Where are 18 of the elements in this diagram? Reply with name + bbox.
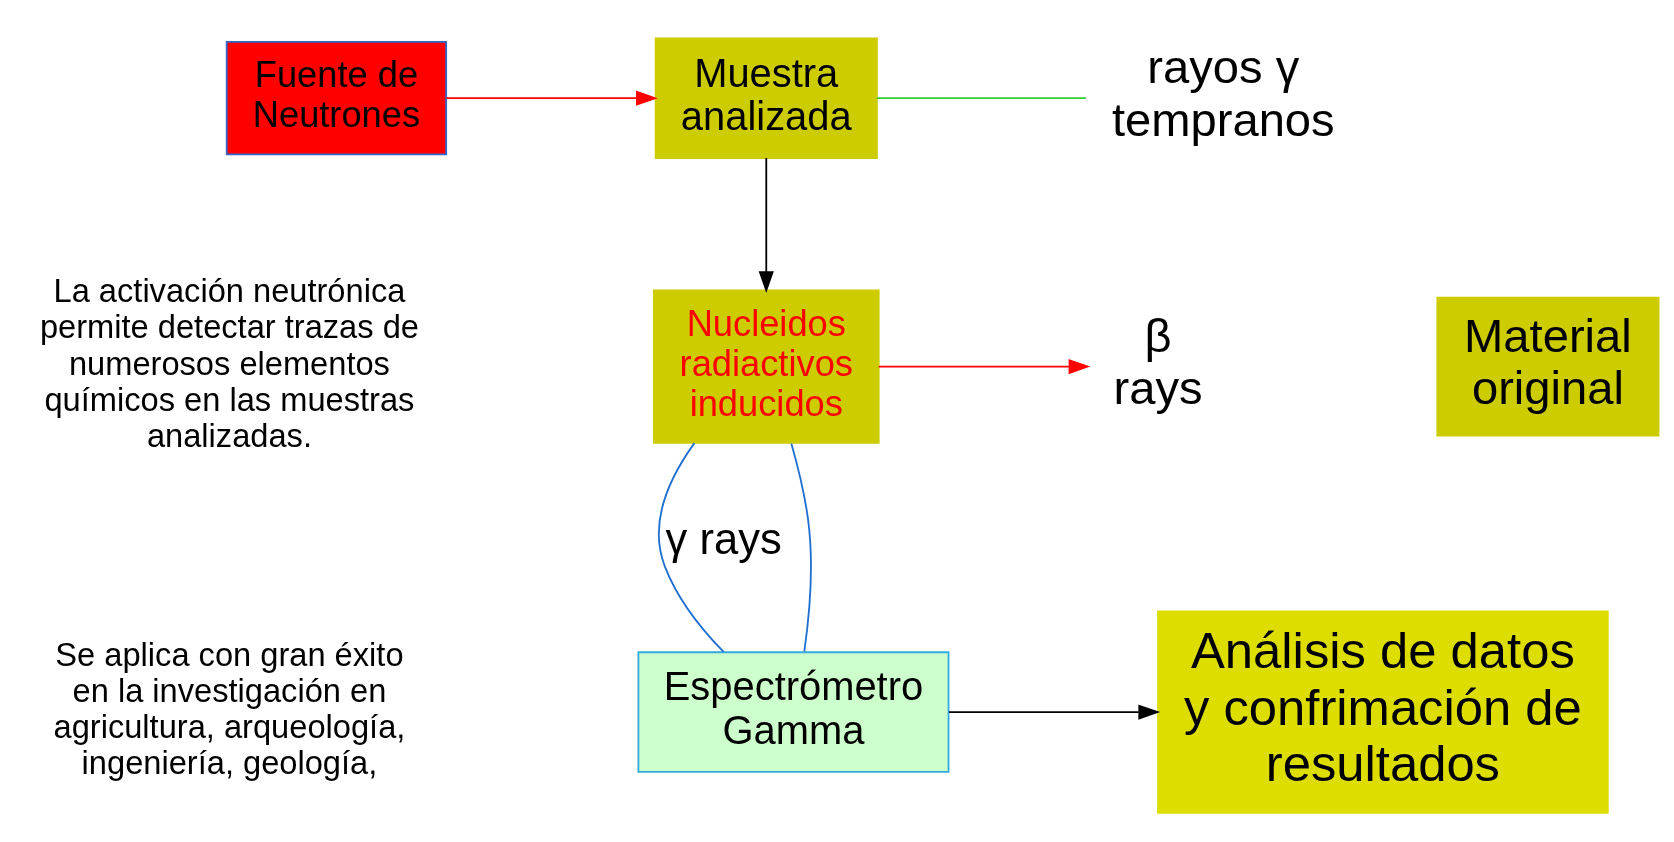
connector (658, 442, 725, 653)
node-box: Muestra analizada (654, 37, 878, 159)
label: Se aplica con gran éxito en la investigación en agricultura, arqueología, ingeniería, geología, (53, 635, 406, 782)
edge-label: γ rays (665, 514, 782, 563)
connector (790, 442, 812, 653)
arrow (877, 358, 1091, 375)
node-text: rayos γ tempranos (1111, 40, 1335, 146)
node-box: Espectrómetro Gamma (637, 651, 950, 773)
node-text: β rays (1113, 308, 1203, 415)
arrow (758, 157, 774, 293)
node-box: Nucleidos radiactivos inducidos (652, 289, 880, 444)
label: La activación neutrónica permite detectar trazas de numerosos elementos químicos en las muestras analizadas. (39, 272, 419, 455)
arrow (947, 704, 1161, 720)
node-box: Material original (1436, 296, 1660, 437)
node-box: Análisis de datos y confrimación de resultados (1157, 610, 1609, 814)
connector (876, 97, 1087, 100)
arrow (445, 90, 658, 106)
node-box: Fuente de Neutrones (225, 41, 448, 156)
